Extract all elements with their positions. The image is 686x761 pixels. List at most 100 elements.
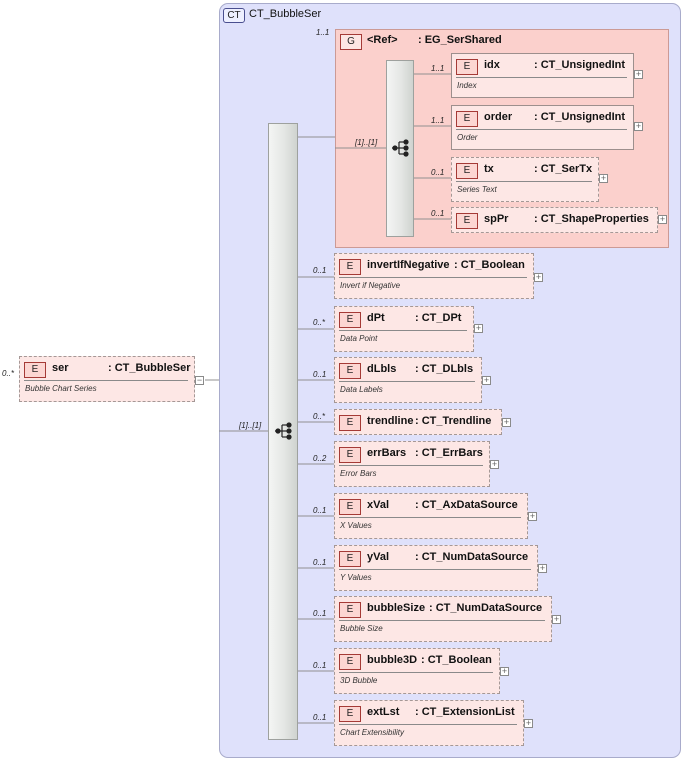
element-badge: E	[339, 551, 361, 567]
element-name: order	[484, 111, 513, 123]
expand-icon[interactable]: +	[524, 718, 533, 728]
element-divider	[456, 181, 592, 182]
element-idx[interactable]: E idx : CT_UnsignedInt Index	[451, 53, 634, 98]
element-ser[interactable]: E ser : CT_BubbleSer Bubble Chart Series	[19, 356, 195, 402]
bubble3d-cardinality: 0..1	[313, 661, 327, 670]
element-divider	[339, 517, 521, 518]
element-type: : CT_ErrBars	[415, 447, 483, 459]
element-description: Order	[457, 133, 478, 142]
element-badge: E	[24, 362, 46, 378]
invertifnegative-cardinality: 0..1	[313, 266, 327, 275]
element-description: Data Point	[340, 334, 378, 343]
element-name: bubble3D	[367, 654, 418, 666]
element-sppr[interactable]: E spPr : CT_ShapeProperties	[451, 207, 658, 233]
element-badge: E	[339, 706, 361, 722]
dlbls-cardinality: 0..1	[313, 370, 327, 379]
element-divider	[456, 129, 627, 130]
expand-icon[interactable]: +	[502, 417, 511, 427]
root-cardinality: 0..*	[2, 369, 15, 378]
group-type: : EG_SerShared	[418, 34, 502, 46]
element-badge: E	[456, 163, 478, 179]
element-badge: E	[456, 111, 478, 127]
element-badge: E	[339, 447, 361, 463]
element-type: : CT_ShapeProperties	[534, 213, 649, 225]
main-sequence-cardinality: [1]..[1]	[239, 421, 262, 430]
element-type: : CT_Boolean	[421, 654, 492, 666]
element-description: Index	[457, 81, 477, 90]
element-extlst[interactable]: E extLst : CT_ExtensionList Chart Extens…	[334, 700, 524, 746]
expand-icon[interactable]: +	[490, 459, 499, 469]
trendline-cardinality: 0..*	[313, 412, 326, 421]
element-name: dLbls	[367, 363, 397, 375]
tx-cardinality: 0..1	[431, 168, 445, 177]
element-divider	[339, 620, 545, 621]
element-type: : CT_BubbleSer	[108, 362, 191, 374]
element-divider	[24, 380, 188, 381]
element-type: : CT_DPt	[415, 312, 462, 324]
expand-icon[interactable]: +	[552, 614, 561, 624]
expand-icon[interactable]: +	[474, 323, 483, 333]
expand-icon[interactable]: +	[599, 173, 608, 183]
element-dpt[interactable]: E dPt : CT_DPt Data Point	[334, 306, 474, 352]
bubblesize-cardinality: 0..1	[313, 609, 327, 618]
group-badge: G	[340, 34, 362, 50]
element-name: tx	[484, 163, 494, 175]
element-errbars[interactable]: E errBars : CT_ErrBars Error Bars	[334, 441, 490, 487]
element-description: Bubble Chart Series	[25, 384, 97, 393]
element-badge: E	[456, 213, 478, 229]
complex-type-badge: CT	[223, 8, 245, 23]
element-divider	[339, 277, 527, 278]
element-type: : CT_SerTx	[534, 163, 593, 175]
expand-icon[interactable]: +	[534, 272, 543, 282]
element-description: 3D Bubble	[340, 676, 378, 685]
xval-cardinality: 0..1	[313, 506, 327, 515]
element-description: Series Text	[457, 185, 497, 194]
element-bubble3d[interactable]: E bubble3D : CT_Boolean 3D Bubble	[334, 648, 500, 694]
group-sequence-compositor-icon	[392, 139, 409, 157]
element-name: errBars	[367, 447, 407, 459]
expand-icon[interactable]: +	[528, 511, 537, 521]
expand-icon[interactable]: +	[538, 563, 547, 573]
element-divider	[339, 724, 517, 725]
expand-icon[interactable]: +	[500, 666, 509, 676]
yval-cardinality: 0..1	[313, 558, 327, 567]
element-badge: E	[339, 259, 361, 275]
sppr-cardinality: 0..1	[431, 209, 445, 218]
element-description: Chart Extensibility	[340, 728, 405, 737]
element-tx[interactable]: E tx : CT_SerTx Series Text	[451, 157, 599, 202]
order-cardinality: 1..1	[431, 116, 445, 125]
expand-icon[interactable]: +	[658, 214, 667, 224]
element-type: : CT_ExtensionList	[415, 706, 515, 718]
dpt-cardinality: 0..*	[313, 318, 326, 327]
element-bubblesize[interactable]: E bubbleSize : CT_NumDataSource Bubble S…	[334, 596, 552, 642]
element-name: bubbleSize	[367, 602, 426, 614]
expand-icon[interactable]: +	[634, 121, 643, 131]
element-divider	[339, 465, 483, 466]
element-invertifnegative[interactable]: E invertIfNegative : CT_Boolean Invert i…	[334, 253, 534, 299]
element-divider	[339, 381, 475, 382]
element-description: Invert if Negative	[340, 281, 401, 290]
element-badge: E	[339, 602, 361, 618]
element-type: : CT_DLbls	[415, 363, 474, 375]
element-order[interactable]: E order : CT_UnsignedInt Order	[451, 105, 634, 150]
element-divider	[339, 330, 467, 331]
element-name: yVal	[367, 551, 390, 563]
group-ref-label: <Ref>	[367, 34, 398, 46]
collapse-icon[interactable]: −	[195, 375, 204, 385]
element-badge: E	[339, 363, 361, 379]
expand-icon[interactable]: +	[634, 69, 643, 79]
element-dlbls[interactable]: E dLbls : CT_DLbls Data Labels	[334, 357, 482, 403]
expand-icon[interactable]: +	[482, 375, 491, 385]
element-xval[interactable]: E xVal : CT_AxDataSource X Values	[334, 493, 528, 539]
element-type: : CT_Boolean	[454, 259, 525, 271]
element-badge: E	[339, 312, 361, 328]
element-badge: E	[339, 415, 361, 431]
element-description: Data Labels	[340, 385, 383, 394]
element-name: ser	[52, 362, 69, 374]
element-description: Error Bars	[340, 469, 377, 478]
element-divider	[339, 569, 531, 570]
element-description: Y Values	[340, 573, 372, 582]
element-trendline[interactable]: E trendline : CT_Trendline	[334, 409, 502, 435]
element-yval[interactable]: E yVal : CT_NumDataSource Y Values	[334, 545, 538, 591]
